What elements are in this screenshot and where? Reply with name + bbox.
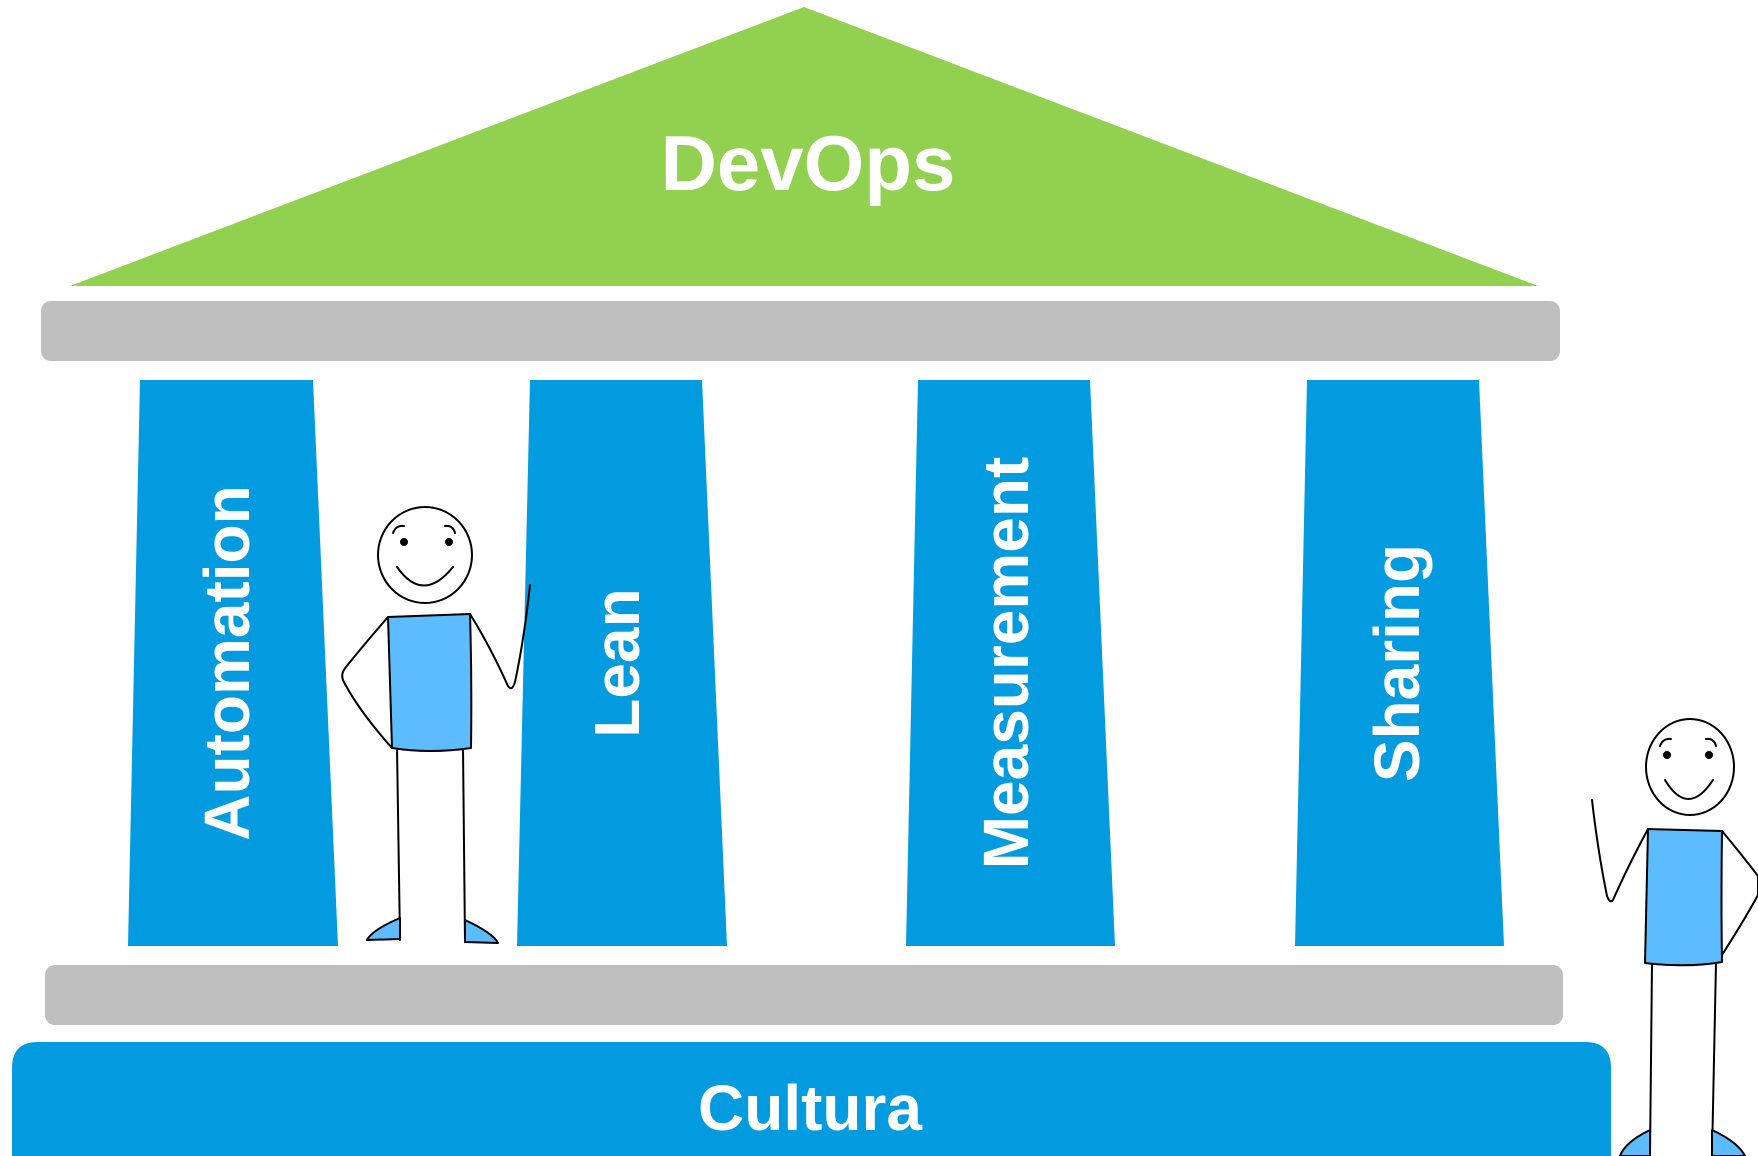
- pillar-shape: [517, 380, 727, 946]
- figure-brow-right: [1705, 737, 1717, 747]
- figure-smile: [396, 566, 454, 587]
- pillar-automation: Automation: [128, 380, 338, 946]
- figure-foot-left: [366, 917, 401, 941]
- figure-brow-left: [392, 524, 405, 534]
- pillar-label: Sharing: [1361, 544, 1433, 782]
- figure-brow-right: [444, 524, 456, 534]
- stick-figure-left: [341, 506, 531, 944]
- pillar-sharing: Sharing: [1295, 380, 1504, 946]
- roof-triangle: [70, 7, 1538, 286]
- figure-foot-right: [464, 919, 499, 944]
- pillar-shape: [906, 380, 1115, 946]
- figure-shirt: [1644, 828, 1723, 967]
- pillar-label: Lean: [581, 588, 653, 737]
- foundation-label: Cultura: [698, 1072, 922, 1144]
- figure-eye-right: [445, 538, 453, 546]
- figure-arm-right: [1719, 830, 1758, 959]
- figure-arm-right: [469, 584, 531, 690]
- foundation: Cultura: [12, 1042, 1611, 1156]
- figure-head: [377, 506, 473, 604]
- figure-arm-left: [341, 616, 393, 749]
- foundation-block: [12, 1042, 1611, 1156]
- figure-eye-left: [1663, 751, 1671, 759]
- figure-brow-left: [1659, 737, 1672, 747]
- figure-head: [1645, 718, 1735, 816]
- figure-arm-left: [1591, 799, 1649, 903]
- figure-smile: [1664, 779, 1714, 800]
- figure-leg-left: [396, 747, 401, 941]
- figure-leg-right: [1711, 962, 1717, 1156]
- pillar-lean: Lean: [517, 380, 727, 946]
- figure-leg-right: [462, 747, 466, 943]
- pillar-measurement: Measurement: [906, 380, 1115, 946]
- pillar-label: Automation: [191, 485, 263, 841]
- bottom-beam: [45, 965, 1563, 1025]
- top-beam: [41, 301, 1560, 361]
- pillars: Automation Lean Measurement Sharing: [128, 380, 1504, 946]
- figure-leg-left: [1649, 962, 1653, 1156]
- roof-title: DevOps: [661, 119, 956, 207]
- figure-eye-right: [1705, 751, 1713, 759]
- figure-foot-left: [1619, 1129, 1651, 1156]
- pillar-shape: [1295, 380, 1504, 946]
- pillar-shape: [128, 380, 338, 946]
- pillar-label: Measurement: [970, 457, 1042, 870]
- figure-shirt: [387, 613, 473, 752]
- figure-foot-right: [1711, 1129, 1746, 1156]
- roof: DevOps: [70, 7, 1538, 286]
- figure-eye-left: [400, 538, 408, 546]
- stick-figure-right: [1591, 718, 1758, 1156]
